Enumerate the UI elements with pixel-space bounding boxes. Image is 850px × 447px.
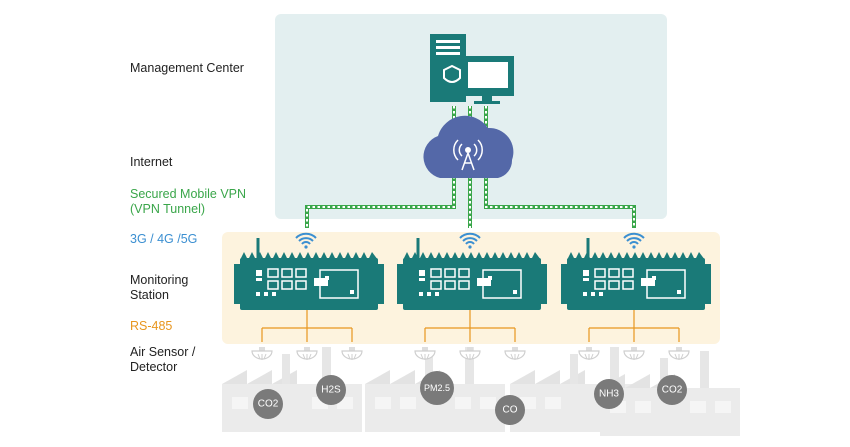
gas-bubble-h2s: H2S xyxy=(316,375,346,405)
label-management-center: Management Center xyxy=(130,61,244,75)
label-internet: Internet xyxy=(130,155,173,169)
gas-bubble-pm25: PM2.5 xyxy=(420,371,454,405)
management-computer-icon xyxy=(430,34,514,104)
gas-label: PM2.5 xyxy=(424,383,450,393)
gas-label: CO2 xyxy=(662,385,683,396)
monitoring-box-1 xyxy=(233,251,385,311)
internet-cloud-icon xyxy=(423,115,514,178)
gas-label: CO xyxy=(503,405,518,416)
rs485-wiring xyxy=(261,310,680,342)
label-cellular: 3G / 4G /5G xyxy=(130,232,198,246)
gas-label: NH3 xyxy=(599,389,619,400)
gas-label: CO2 xyxy=(258,399,279,410)
gas-bubble-co2-b: CO2 xyxy=(657,375,687,405)
monitoring-box-3 xyxy=(560,251,712,311)
monitoring-box-2 xyxy=(396,251,548,311)
label-monitoring-station: Monitoring Station xyxy=(130,273,189,302)
label-vpn: Secured Mobile VPN (VPN Tunnel) xyxy=(130,187,247,216)
gas-bubble-co2-a: CO2 xyxy=(253,389,283,419)
gas-label: H2S xyxy=(321,385,341,396)
gas-bubble-co: CO xyxy=(495,395,525,425)
gas-bubble-nh3: NH3 xyxy=(594,379,624,409)
air-sensors xyxy=(251,346,690,361)
label-air-sensor: Air Sensor / Detector xyxy=(130,345,196,374)
label-rs485: RS-485 xyxy=(130,319,173,333)
